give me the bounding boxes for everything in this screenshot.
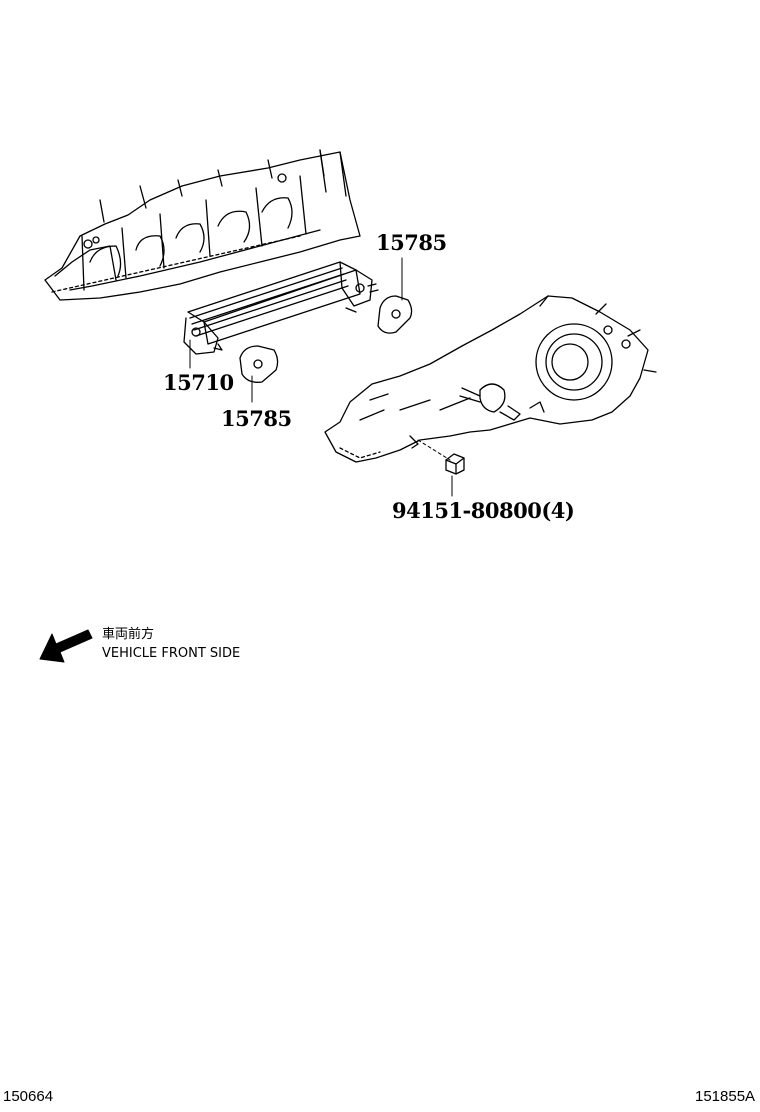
gasket-lower-illustration: [239, 345, 279, 383]
cylinder-block-illustration: [44, 149, 361, 301]
footer-left-id: 150664: [3, 1088, 54, 1105]
arrow-down-left-icon: [39, 629, 93, 663]
part-label-15785-lower: 15785: [221, 406, 292, 431]
legend-english: VEHICLE FRONT SIDE: [102, 646, 241, 661]
housing-illustration: [324, 295, 657, 463]
footer-right-id: 151855A: [695, 1088, 756, 1105]
nut-illustration: [445, 453, 465, 475]
leader-lines: [189, 257, 453, 497]
oil-cooler-illustration: [183, 261, 379, 355]
legend-japanese: 車両前方: [102, 627, 155, 642]
gasket-upper-illustration: [377, 295, 413, 334]
part-label-15710: 15710: [163, 370, 234, 395]
part-label-15785-upper: 15785: [376, 230, 447, 255]
part-label-94151: 94151-80800(4): [392, 498, 575, 523]
